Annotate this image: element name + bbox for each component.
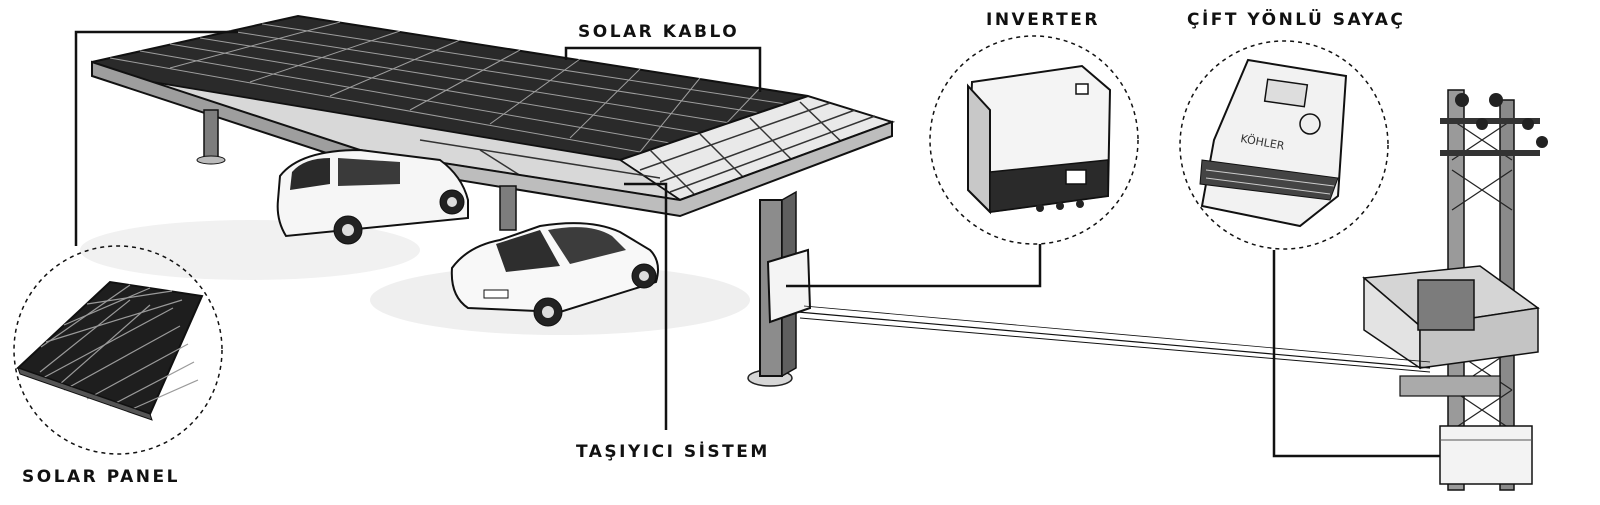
label-inverter: INVERTER bbox=[986, 10, 1100, 30]
meter-callout: KÖHLER bbox=[1179, 40, 1389, 250]
leader-inverter bbox=[786, 244, 1042, 288]
meter-cabinet bbox=[1439, 425, 1533, 485]
leader-solar-kablo bbox=[564, 46, 762, 92]
leader-tasiyici bbox=[624, 182, 668, 430]
cables bbox=[797, 305, 1431, 373]
utility-pole-transformer bbox=[1362, 89, 1548, 491]
leader-solar-panel bbox=[74, 30, 238, 246]
leader-meter bbox=[1272, 250, 1440, 458]
solar-panel-callout bbox=[13, 245, 223, 455]
carport-column-middle bbox=[499, 185, 517, 231]
label-solar-kablo: SOLAR KABLO bbox=[578, 22, 740, 42]
carport-column-left bbox=[203, 109, 219, 161]
leader-lines bbox=[74, 30, 1440, 458]
inverter-callout bbox=[929, 35, 1139, 245]
solar-carport bbox=[80, 14, 896, 387]
suv-car bbox=[276, 148, 469, 245]
sedan-car bbox=[450, 222, 659, 327]
label-cift-yonlu-sayac: ÇİFT YÖNLÜ SAYAÇ bbox=[1187, 10, 1406, 30]
label-tasiyici-sistem: TAŞIYICI SİSTEM bbox=[576, 442, 770, 462]
label-solar-panel: SOLAR PANEL bbox=[22, 467, 180, 487]
